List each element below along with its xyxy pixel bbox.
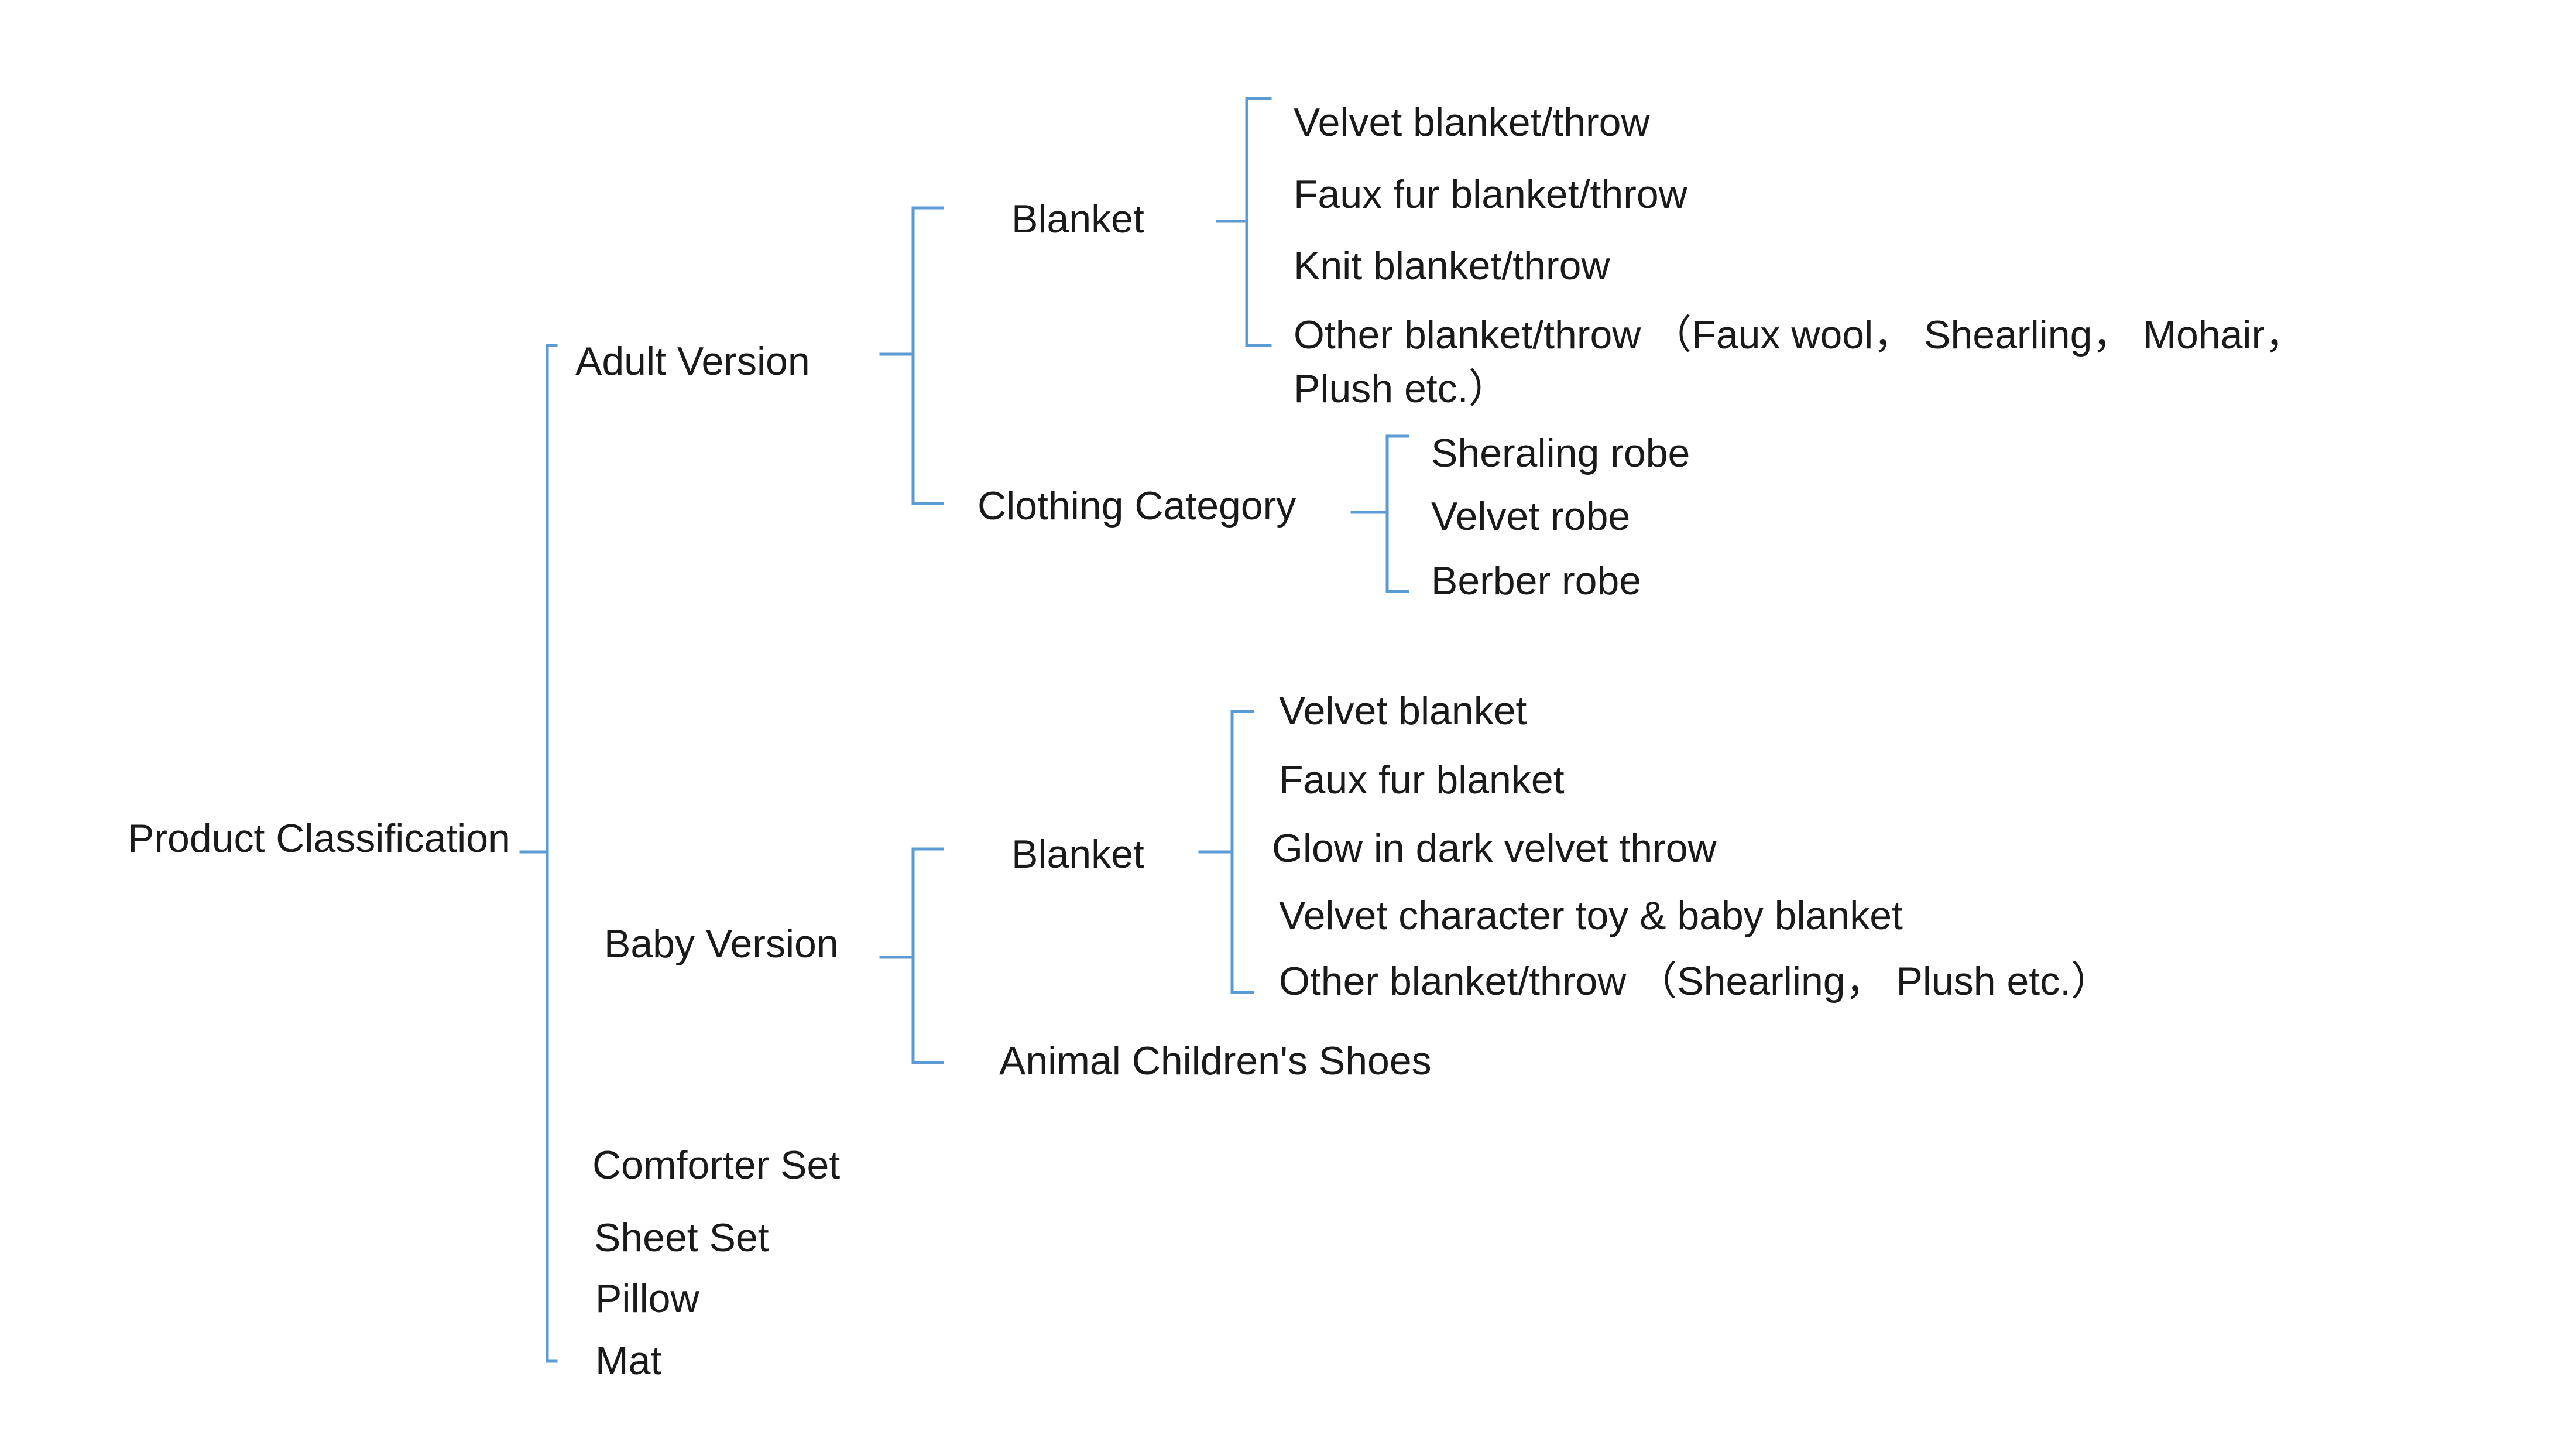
adult-blanket-bracket (1245, 97, 1272, 347)
baby-blanket-item: Velvet blanket (1279, 689, 1527, 733)
baby-blanket-item: Glow in dark velvet throw (1272, 826, 1717, 871)
adult-blanket-item: Faux fur blanket/throw (1294, 172, 1687, 217)
clothing-category-label: Clothing Category (977, 484, 1296, 528)
clothing-bracket (1385, 434, 1409, 593)
other-item: Comforter Set (592, 1143, 841, 1187)
baby-blanket-item: Velvet character toy & baby blanket (1279, 893, 1903, 938)
other-item: Mat (595, 1338, 662, 1383)
clothing-item: Berber robe (1431, 559, 1642, 603)
clothing-item: Velvet robe (1431, 494, 1631, 539)
baby-blanket-item: Other blanket/throw （Shearling， Plush et… (1279, 959, 2111, 1004)
adult-blanket-item: Velvet blanket/throw (1294, 100, 1650, 145)
adult-version-label: Adult Version (575, 339, 810, 383)
baby-bracket (911, 847, 944, 1064)
adult-blanket-label: Blanket (1011, 197, 1144, 241)
adult-bracket (911, 206, 944, 505)
adult-blanket-item: Knit blanket/throw (1294, 244, 1610, 288)
baby-blanket-bracket (1230, 710, 1254, 994)
root-label: Product Classification (128, 816, 510, 861)
baby-blanket-item: Faux fur blanket (1279, 758, 1565, 802)
animal-childrens-shoes-label: Animal Children's Shoes (999, 1039, 1432, 1083)
adult-blanket-item-continued: Plush etc.） (1294, 367, 1508, 411)
adult-blanket-item: Other blanket/throw （Faux wool， Shearlin… (1294, 313, 2305, 357)
other-item: Sheet Set (594, 1215, 769, 1260)
other-item: Pillow (595, 1276, 699, 1321)
baby-blanket-label: Blanket (1011, 832, 1144, 876)
baby-version-label: Baby Version (604, 922, 839, 966)
clothing-item: Sheraling robe (1431, 431, 1690, 475)
